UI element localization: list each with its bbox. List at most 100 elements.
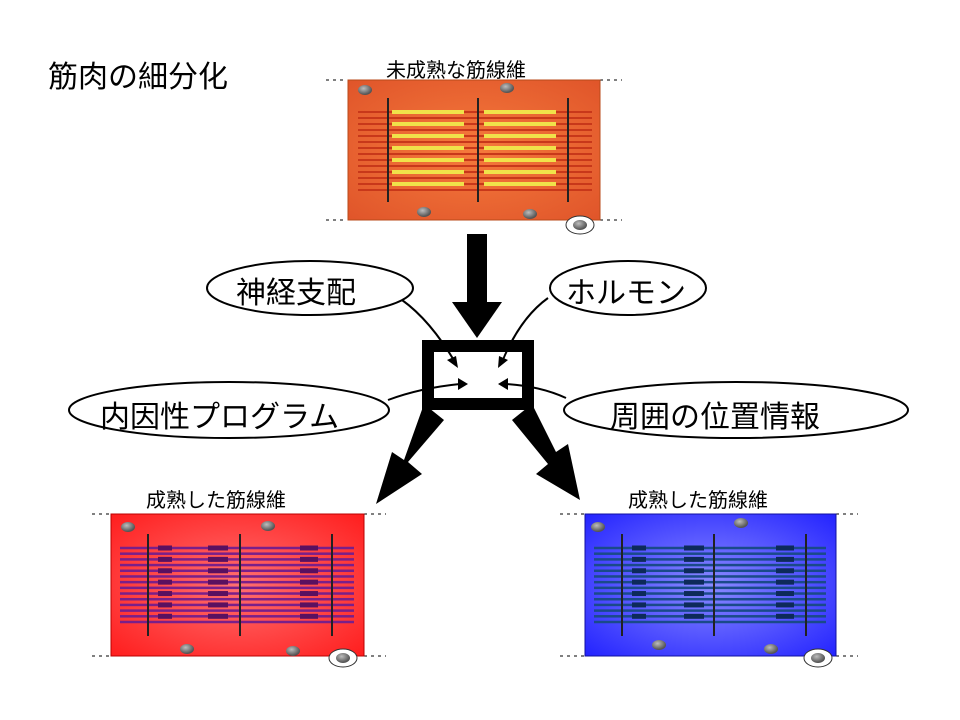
myofibril-stripe <box>358 135 592 137</box>
nucleus <box>121 522 135 532</box>
myofibril-stripe <box>358 159 592 161</box>
a-band-block <box>684 591 704 597</box>
bubble-hormone <box>549 260 707 316</box>
a-band-block <box>484 182 556 186</box>
a-band-block <box>632 545 646 551</box>
myofibril-stripe <box>120 580 354 584</box>
nucleus <box>358 85 372 95</box>
myofibril-stripe <box>594 603 826 607</box>
myofibril-stripe <box>120 620 354 624</box>
influence-position-text: 周囲の位置情報 <box>610 400 820 435</box>
myofibril-stripe <box>120 609 354 612</box>
myofibril-stripe <box>594 569 826 573</box>
myofibril-stripe <box>358 165 592 167</box>
myofibril-bands <box>594 545 826 624</box>
mature-fiber-blue-label: 成熟した筋線維 <box>628 488 768 512</box>
regulation-box <box>422 340 534 410</box>
a-band-block <box>392 134 464 138</box>
myofibril-stripe <box>120 552 354 555</box>
a-band-block <box>632 579 646 585</box>
satellite-cell-nucleus <box>336 653 350 663</box>
a-band-block <box>208 613 228 619</box>
myofibril-stripe <box>594 575 826 578</box>
a-band-block <box>776 556 794 562</box>
a-band-block <box>684 602 704 608</box>
arrowhead <box>498 356 508 368</box>
arrow-to-blue-fiber <box>512 404 580 500</box>
a-band-block <box>300 545 318 551</box>
a-band-block <box>158 602 172 608</box>
satellite-cell-nucleus <box>811 653 825 663</box>
mature-fiber-red-label: 成熟した筋線維 <box>146 488 286 512</box>
a-band-block <box>684 568 704 574</box>
a-band-block <box>484 158 556 162</box>
myofibril-stripe <box>358 177 592 179</box>
a-band-block <box>392 170 464 174</box>
bubble-intrinsic <box>68 381 390 439</box>
a-band-block <box>632 613 646 619</box>
a-band-block <box>776 579 794 585</box>
myofibril-stripe <box>594 592 826 595</box>
a-band-block <box>776 602 794 608</box>
myofibril-stripe <box>358 183 592 185</box>
a-band-block <box>484 110 556 114</box>
myofibril-stripe <box>594 558 826 561</box>
a-band-block <box>484 122 556 126</box>
mature-fiber-blue <box>560 513 858 668</box>
nucleus <box>180 644 194 654</box>
slide-title: 筋肉の細分化 <box>48 60 228 95</box>
arrowhead <box>458 378 468 390</box>
a-band-block <box>392 122 464 126</box>
nucleus <box>591 522 605 532</box>
myofibril-stripe <box>120 603 354 607</box>
nucleus <box>286 646 300 656</box>
a-band-block <box>392 182 464 186</box>
a-band-block <box>392 110 464 114</box>
arrowhead <box>498 378 508 390</box>
influence-arrows <box>387 297 567 401</box>
a-band-block <box>632 556 646 562</box>
a-band-block <box>158 579 172 585</box>
fiber-membrane <box>347 79 601 221</box>
a-band-block <box>158 591 172 597</box>
myofibril-stripe <box>358 111 592 113</box>
arrow-nerve <box>401 299 456 363</box>
myofibril-stripe <box>358 123 592 125</box>
a-band-block <box>300 602 318 608</box>
influence-hormone-text: ホルモン <box>566 276 686 311</box>
a-band-block <box>300 591 318 597</box>
myofibril-stripe <box>358 171 592 173</box>
a-band-block <box>158 568 172 574</box>
myofibril-stripe <box>358 147 592 149</box>
nucleus <box>734 518 748 528</box>
a-band-block <box>158 545 172 551</box>
myofibril-stripe <box>358 153 592 155</box>
a-band-block <box>300 568 318 574</box>
arrowhead <box>447 356 458 368</box>
myofibril-stripe <box>594 609 826 612</box>
nucleus <box>764 644 778 654</box>
a-band-block <box>484 146 556 150</box>
a-band-block <box>776 613 794 619</box>
mature-fiber-red <box>92 513 386 668</box>
nucleus <box>261 521 275 531</box>
myofibril-bands <box>358 110 592 191</box>
myofibril-stripe <box>594 586 826 590</box>
a-band-block <box>632 591 646 597</box>
development-arrow-head <box>452 302 502 338</box>
a-band-block <box>300 613 318 619</box>
nucleus <box>417 207 431 217</box>
myofibril-stripe <box>120 586 354 590</box>
fiber-membrane <box>110 513 365 657</box>
a-band-block <box>208 602 228 608</box>
immature-fiber-label: 未成熟な筋線維 <box>386 58 526 82</box>
myofibril-stripe <box>594 615 826 618</box>
myofibril-stripe <box>120 563 354 567</box>
a-band-block <box>208 579 228 585</box>
a-band-block <box>208 545 228 551</box>
arrow-hormone <box>501 297 549 363</box>
myofibril-stripe <box>358 189 592 191</box>
a-band-block <box>684 556 704 562</box>
